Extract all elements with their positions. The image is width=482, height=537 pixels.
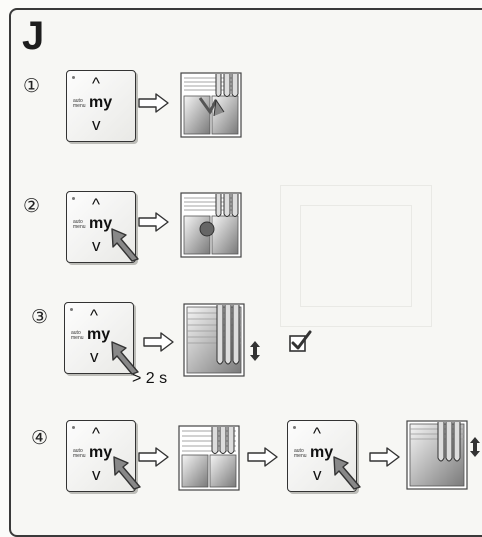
remote-control: ^ auto menu my v — [66, 420, 136, 492]
my-button[interactable]: my — [310, 444, 334, 461]
auto-menu-label: auto menu — [73, 448, 86, 459]
up-button[interactable]: ^ — [92, 195, 100, 214]
up-down-motion-icon — [250, 341, 260, 361]
hold-duration: > 2 s — [132, 370, 168, 387]
press-hand-icon — [111, 341, 139, 375]
my-button[interactable]: my — [89, 444, 113, 461]
step-number: ① — [23, 76, 41, 97]
arrow-right-icon — [138, 93, 169, 113]
auto-menu-label: auto menu — [73, 219, 86, 230]
indicator-light — [72, 76, 75, 79]
down-button[interactable]: v — [92, 115, 101, 134]
section-letter: J — [22, 14, 45, 58]
indicator-light — [70, 308, 73, 311]
down-button[interactable]: v — [313, 465, 322, 484]
my-button[interactable]: my — [89, 94, 113, 111]
arrow-right-icon — [143, 332, 174, 352]
confirm-check-icon — [289, 330, 312, 352]
auto-menu-label: auto menu — [71, 330, 84, 341]
step-number: ④ — [31, 428, 49, 449]
my-button[interactable]: my — [87, 326, 111, 343]
window-blind-icon — [178, 425, 240, 491]
arrow-right-icon — [138, 212, 169, 232]
down-button[interactable]: v — [92, 465, 101, 484]
up-down-motion-icon — [470, 437, 480, 457]
step-number: ③ — [31, 307, 49, 328]
up-button[interactable]: ^ — [92, 74, 100, 93]
press-hand-icon — [111, 228, 139, 262]
press-hand-icon — [333, 456, 361, 490]
window-blind-icon — [180, 72, 242, 138]
down-button[interactable]: v — [90, 347, 99, 366]
indicator-light — [293, 426, 296, 429]
auto-menu-label: auto menu — [294, 448, 307, 459]
window-blind-icon — [183, 303, 245, 377]
down-button[interactable]: v — [92, 236, 101, 255]
press-hand-icon — [113, 456, 141, 490]
up-button[interactable]: ^ — [92, 424, 100, 443]
arrow-right-icon — [138, 447, 169, 467]
indicator-light — [72, 426, 75, 429]
auto-menu-label: auto menu — [73, 98, 86, 109]
arrow-right-icon — [369, 447, 400, 467]
window-blind-icon — [406, 420, 468, 490]
arrow-right-icon — [247, 447, 278, 467]
remote-control: ^ auto menu my v — [66, 191, 136, 263]
window-blind-icon — [180, 192, 242, 258]
up-button[interactable]: ^ — [313, 424, 321, 443]
indicator-light — [72, 197, 75, 200]
background-shape — [280, 185, 432, 327]
background-shape — [300, 205, 412, 307]
up-button[interactable]: ^ — [90, 306, 98, 325]
my-button[interactable]: my — [89, 215, 113, 232]
remote-control: ^ auto menu my v — [287, 420, 357, 492]
step-number: ② — [23, 196, 41, 217]
remote-control: ^ auto menu my v — [66, 70, 136, 142]
